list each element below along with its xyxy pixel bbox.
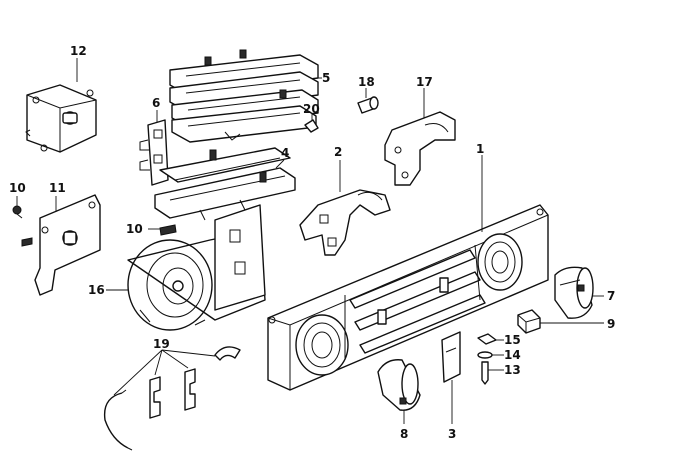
callout-15: 15 (504, 333, 521, 347)
part-9-cap (517, 309, 541, 334)
part-13-screw (481, 361, 489, 385)
callout-14: 14 (504, 348, 521, 362)
part-10-screw-upper (12, 205, 23, 219)
callout-13: 13 (504, 363, 521, 377)
callout-9: 9 (607, 317, 615, 331)
part-6-clip (139, 119, 169, 186)
part-19-clips (103, 346, 241, 451)
part-17-bracket (384, 111, 456, 186)
part-20-clip (304, 119, 319, 133)
callout-8: 8 (400, 427, 408, 441)
part-3-cover (441, 331, 461, 383)
part-8-knob (377, 359, 421, 411)
part-10-screw-mid (159, 224, 177, 236)
part-2-cable-bracket (299, 189, 391, 256)
part-4-slider-plate (154, 147, 296, 221)
callout-10-upper: 10 (9, 181, 26, 195)
callout-20: 20 (303, 102, 320, 116)
callout-10-mid: 10 (126, 222, 143, 236)
part-16-blower-motor (127, 204, 266, 331)
callout-12: 12 (70, 44, 87, 58)
callout-19: 19 (153, 337, 170, 351)
callout-5: 5 (322, 71, 330, 85)
part-5-lever-stack (169, 49, 319, 143)
part-1-control-panel (267, 204, 549, 391)
part-12-actuator (25, 84, 97, 153)
callout-16: 16 (88, 283, 105, 297)
part-15-nut (477, 333, 497, 345)
callout-18: 18 (358, 75, 375, 89)
part-18-bulb (357, 96, 379, 114)
callout-17: 17 (416, 75, 433, 89)
callout-1: 1 (476, 142, 484, 156)
callout-labels: 12 5 18 17 6 20 2 1 4 10 11 10 16 7 9 19… (9, 44, 615, 441)
callout-2: 2 (334, 145, 342, 159)
callout-3: 3 (448, 427, 456, 441)
callout-11: 11 (49, 181, 66, 195)
part-14-washer (477, 351, 493, 359)
part-11-mounting-plate (21, 194, 101, 296)
callout-7: 7 (607, 289, 615, 303)
callout-4: 4 (281, 146, 289, 160)
callout-6: 6 (152, 96, 160, 110)
part-7-knob (554, 266, 594, 319)
